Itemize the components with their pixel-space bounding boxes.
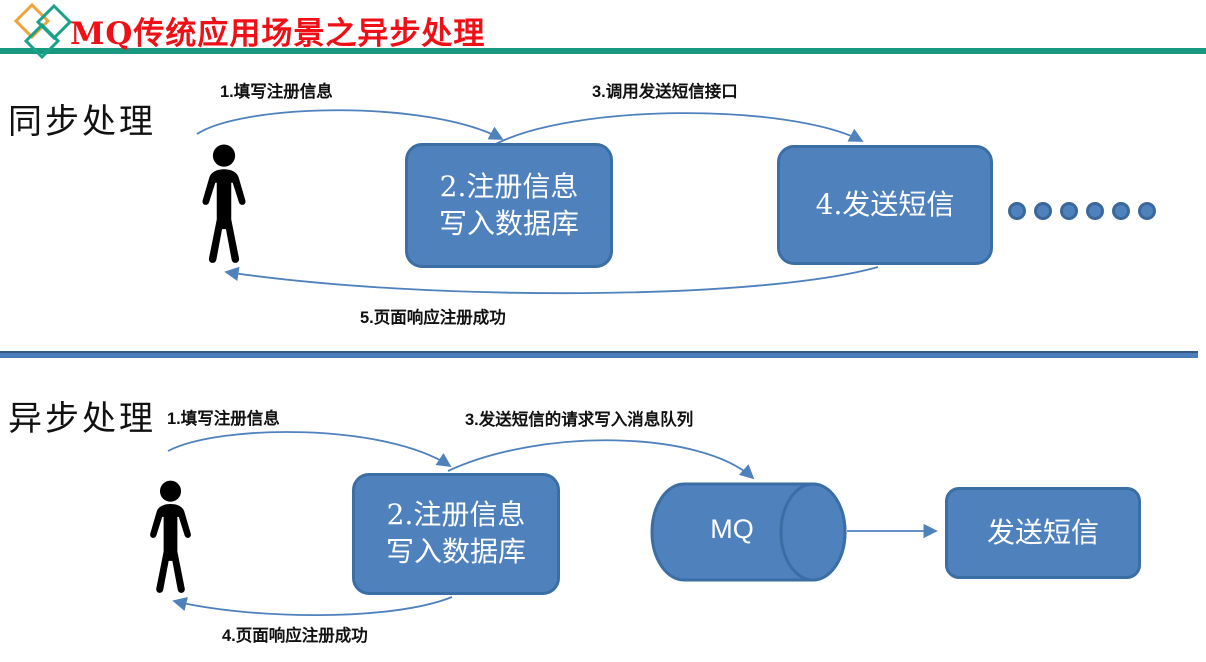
sync-send-sms-node: 4.发送短信 (777, 145, 993, 265)
section-divider (0, 351, 1198, 358)
dot-icon (1138, 202, 1156, 220)
async-step1-label: 1.填写注册信息 (167, 410, 280, 428)
async-step3-label: 3.发送短信的请求写入消息队列 (465, 411, 694, 429)
sync-register-db-node: 2.注册信息 写入数据库 (405, 143, 613, 268)
async-send-sms-label: 发送短信 (986, 515, 1099, 549)
sync-send-sms-label: 4.发送短信 (815, 187, 955, 221)
user-person-icon (202, 144, 246, 263)
header-accent-line (0, 48, 1206, 54)
arrow-async-step1 (167, 431, 452, 467)
dot-icon (1112, 202, 1130, 220)
async-register-db-line1: 2.注册信息 (386, 498, 526, 532)
async-register-db-node: 2.注册信息 写入数据库 (352, 473, 560, 595)
arrow-async-step4 (172, 596, 453, 616)
dot-icon (1086, 202, 1104, 220)
arrow-sync-step1 (196, 109, 504, 140)
arrow-sync-step3 (491, 112, 864, 147)
mq-queue-cylinder (650, 482, 847, 582)
user-person-icon (150, 480, 191, 593)
dot-icon (1008, 202, 1026, 220)
logo-diamonds-icon (13, 2, 73, 60)
arrow-sync-step5 (224, 266, 879, 295)
mq-queue-label: MQ (710, 514, 754, 544)
sync-register-db-line2: 写入数据库 (438, 206, 579, 240)
async-register-db-line2: 写入数据库 (385, 535, 526, 568)
sync-step3-label: 3.调用发送短信接口 (592, 83, 738, 101)
sync-section-label: 同步处理 (8, 102, 156, 142)
dot-icon (1060, 202, 1078, 220)
async-step4-label: 4.页面响应注册成功 (222, 627, 368, 645)
sync-step5-label: 5.页面响应注册成功 (360, 309, 506, 327)
page-title: MQ传统应用场景之异步处理 (70, 16, 486, 52)
dot-icon (1034, 202, 1052, 220)
continuation-dots (1008, 202, 1156, 220)
async-section-label: 异步处理 (8, 399, 156, 439)
async-send-sms-node: 发送短信 (945, 487, 1141, 579)
sync-register-db-line1: 2.注册信息 (439, 169, 579, 203)
sync-step1-label: 1.填写注册信息 (220, 83, 333, 101)
